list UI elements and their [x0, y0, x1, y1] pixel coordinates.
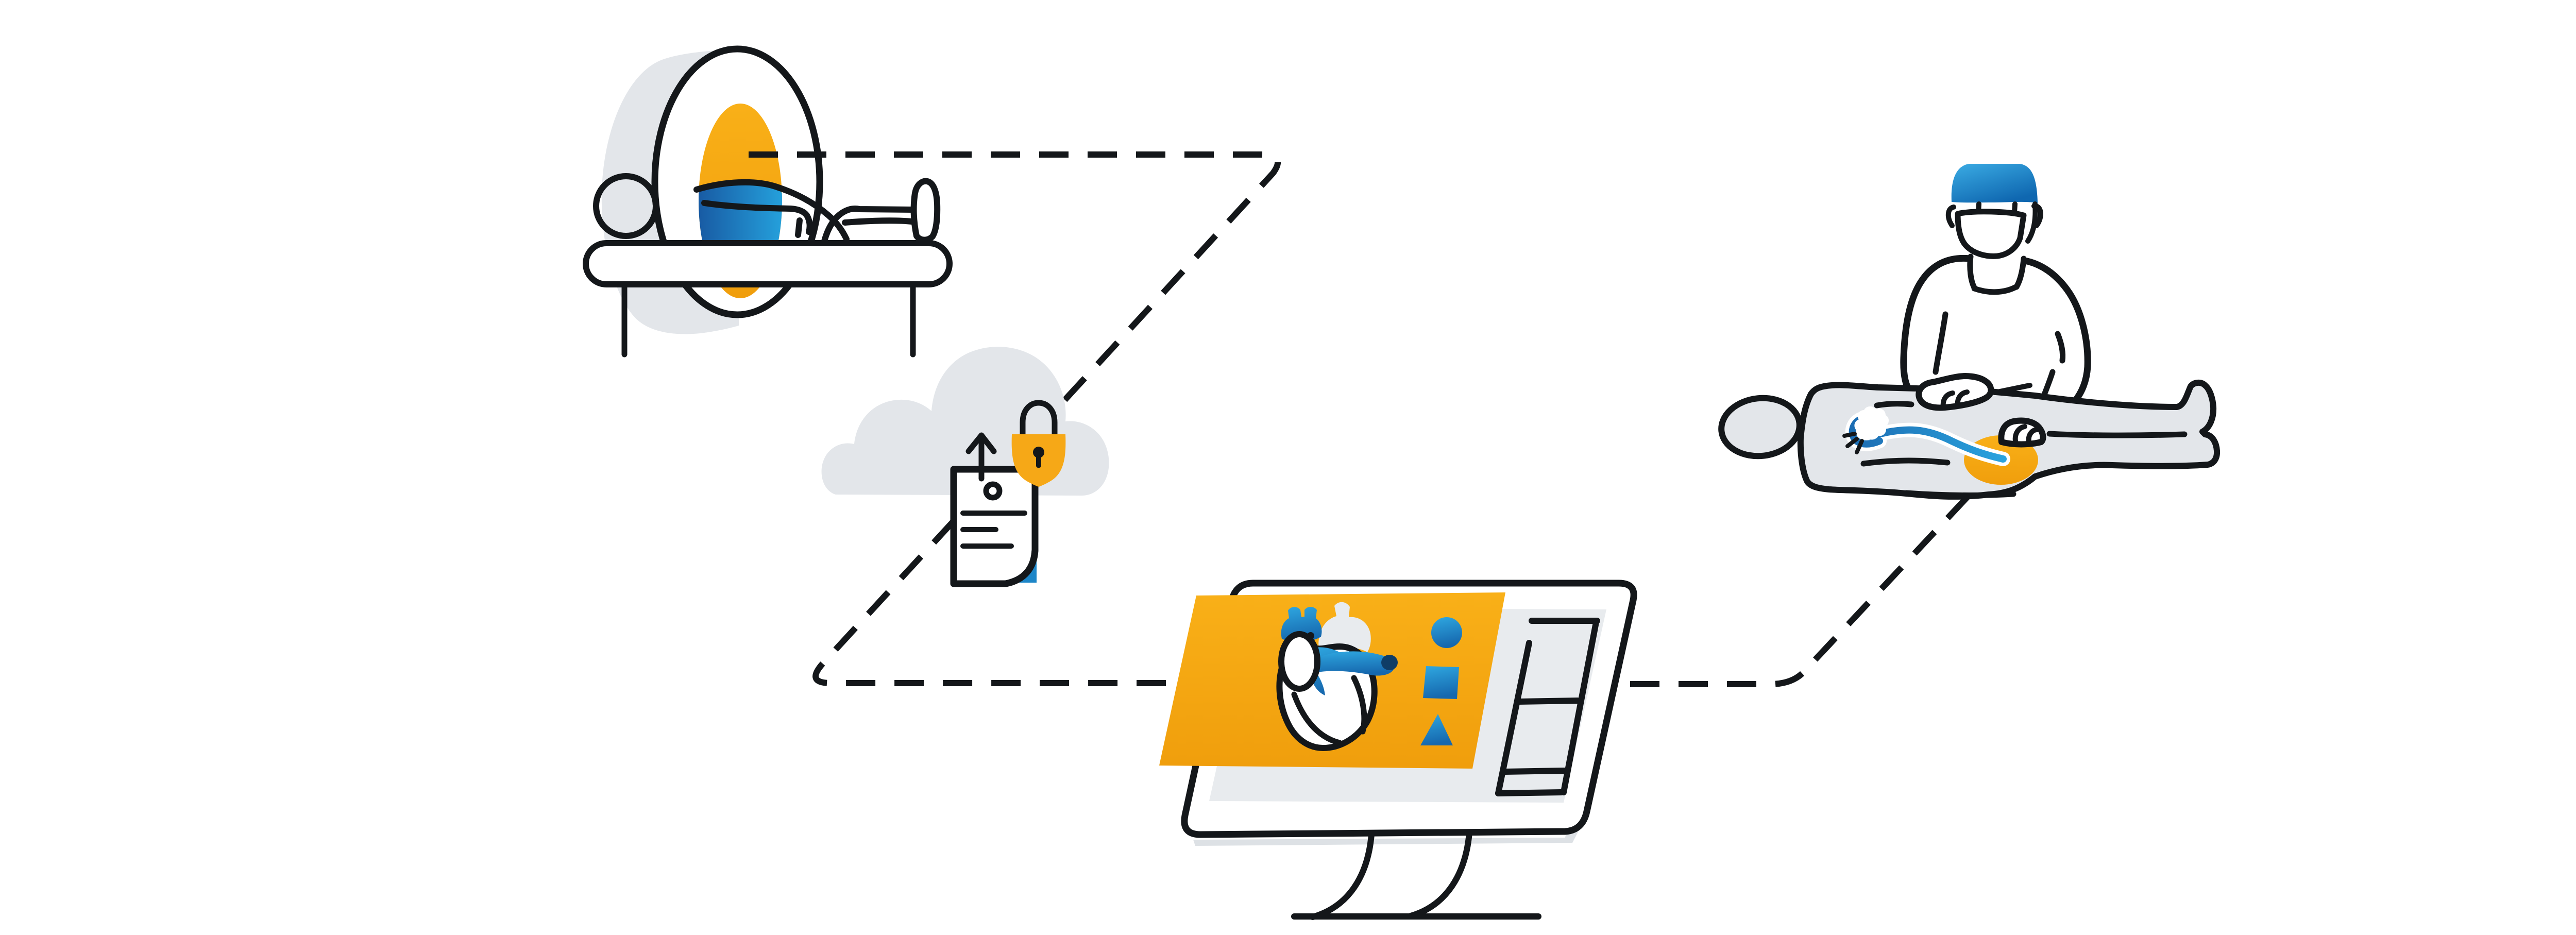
circle-shape-icon	[1431, 617, 1462, 648]
monitor-heart-icon	[1159, 580, 1637, 920]
triangle-shape-icon	[1420, 714, 1453, 745]
catheter-icon	[1842, 406, 2010, 466]
surgeon-neck	[1967, 253, 2027, 295]
scan-patient-head	[593, 173, 659, 239]
scan-patient-body-lines	[693, 178, 941, 244]
surgical-mask-icon	[1955, 209, 2027, 259]
workflow-connector-right	[1630, 467, 1995, 687]
shape-thumbnails	[1420, 617, 1462, 745]
surgeon-icon	[1900, 164, 2091, 417]
patient-contour-lines	[1860, 401, 2188, 498]
square-shape-icon	[1423, 666, 1459, 699]
document-text-lines	[960, 511, 1027, 549]
catheter-device-icon	[1842, 406, 1889, 454]
padlock-icon	[1011, 400, 1066, 487]
patient-icon	[1718, 373, 2221, 500]
keyhole-icon	[1033, 447, 1044, 458]
heart-illustration-icon	[1276, 602, 1398, 751]
guidewire-line	[1992, 383, 2032, 395]
ear-left-icon	[1945, 205, 1956, 228]
document-bullet	[983, 481, 1003, 501]
patient-blanket	[699, 182, 782, 243]
monitor-stand	[1291, 829, 1541, 920]
surgeon-hands	[1916, 373, 2046, 448]
patient-head	[1718, 395, 1803, 460]
hand-right	[1998, 417, 2046, 448]
upload-arrow-icon	[965, 432, 997, 482]
screen-sidebar-panel	[1495, 618, 1600, 796]
mri-scanner-icon	[583, 45, 953, 358]
scanner-table	[583, 240, 953, 287]
secure-document-icon	[950, 400, 1066, 587]
surgical-cap-icon	[1951, 164, 2038, 203]
